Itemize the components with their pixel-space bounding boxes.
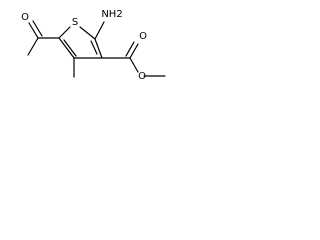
bond-ester-carbonyl [129,43,139,59]
bond-c3-c2-double [90,40,98,55]
bond-s-c5 [58,26,71,39]
bond-acetyl-methyl [27,37,39,56]
ester-carbonyl-oxygen-label: O [139,31,147,42]
sulfur-label: S [72,17,78,28]
bond-c5-c4-double [63,39,77,57]
bond-s-c2 [79,26,96,40]
amine-label: NH2 [101,9,122,20]
bond-c5-c4 [58,37,75,59]
bond-ester-ether [129,57,139,73]
bond-acetyl-carbonyl [28,22,39,39]
bond-ester-carbonyl-double [125,41,135,57]
acetyl-oxygen-label: O [21,12,29,23]
bond-c2-n [94,21,105,40]
thiophene-structure-diagram: S NH2 O O O [21,9,166,82]
ester-ether-oxygen-label: O [138,71,146,82]
bond-c3-c2 [94,38,103,59]
bond-acetyl-carbonyl-double [32,20,43,37]
